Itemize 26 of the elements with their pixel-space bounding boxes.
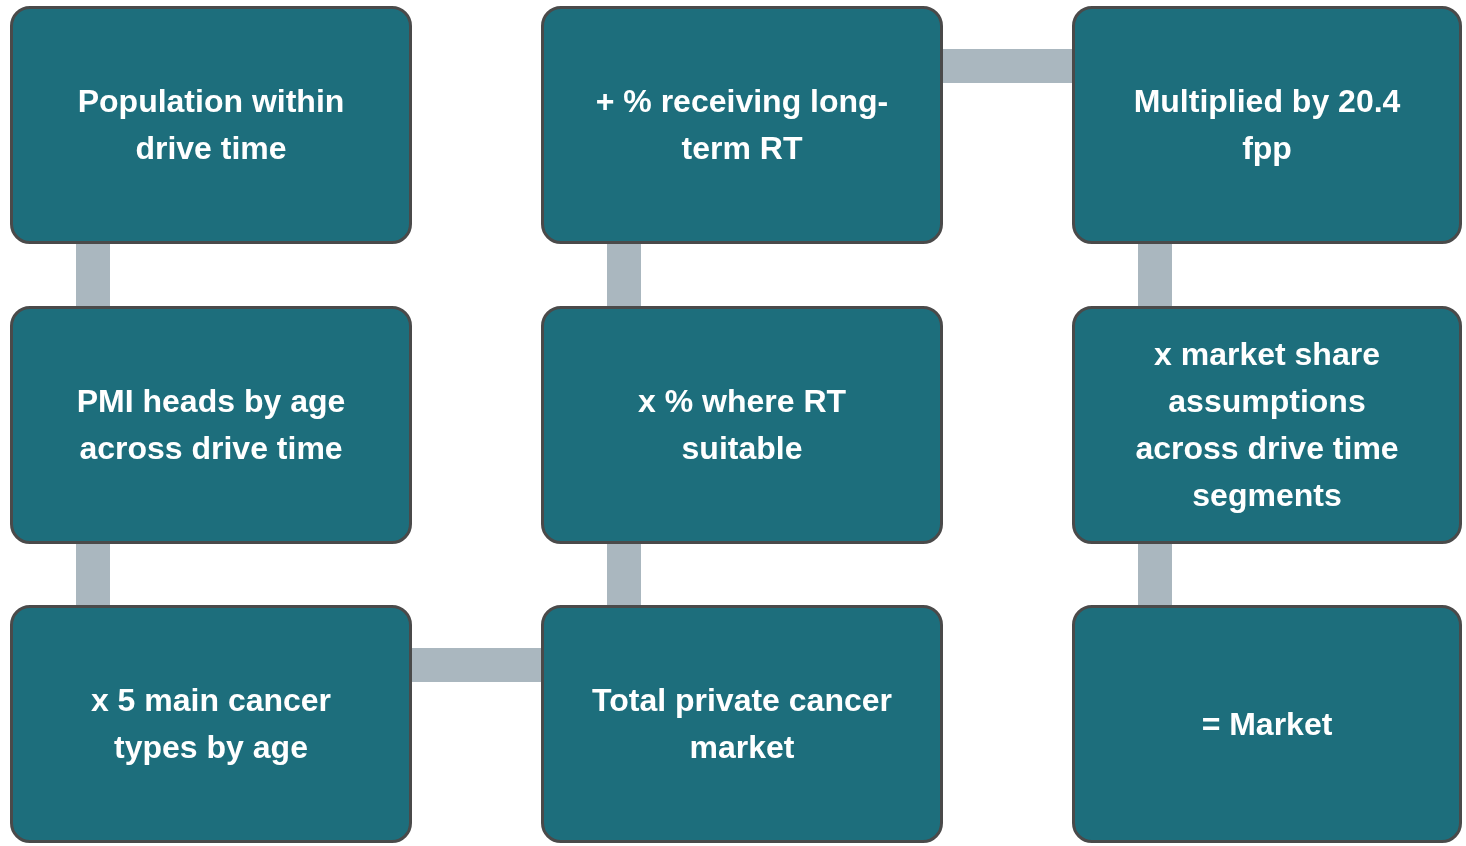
step-text: x % where RT suitable <box>636 382 848 468</box>
connector-bar <box>607 544 641 605</box>
step-text: x 5 main cancer types by age <box>89 681 333 767</box>
step-text: PMI heads by age across drive time <box>75 382 347 468</box>
step-text: x market share assumptions across drive time segments <box>1134 335 1400 515</box>
connector-bar <box>1138 244 1172 306</box>
step-box <box>541 605 943 843</box>
step-text: Multiplied by 20.4 fpp <box>1132 82 1402 168</box>
connector-bar <box>943 49 1072 83</box>
step-box <box>1072 6 1462 244</box>
step-text: + % receiving long-term RT <box>594 82 890 168</box>
step-text: = Market <box>1201 704 1333 744</box>
step-box <box>1072 605 1462 843</box>
step-text: Population within drive time <box>76 82 346 168</box>
connector-bar <box>1138 544 1172 605</box>
connector-bar <box>607 244 641 306</box>
step-text: Total private cancer market <box>591 681 893 767</box>
step-box <box>541 306 943 544</box>
step-box <box>10 306 412 544</box>
connector-bar <box>76 544 110 605</box>
step-box <box>1072 306 1462 544</box>
step-box <box>10 605 412 843</box>
connector-bar <box>412 648 541 682</box>
step-box <box>541 6 943 244</box>
connector-bar <box>76 244 110 306</box>
step-box <box>10 6 412 244</box>
